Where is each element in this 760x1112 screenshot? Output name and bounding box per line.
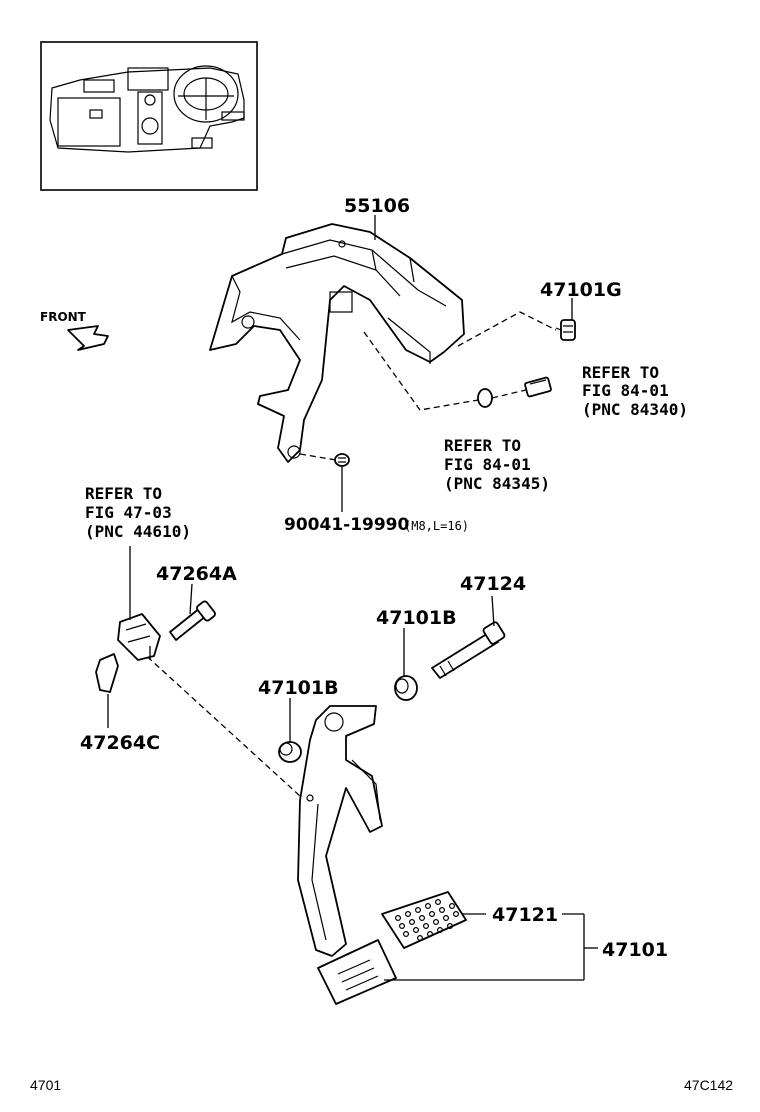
- label-47264C: 47264C: [80, 732, 160, 754]
- clevis-switch: [117, 613, 161, 661]
- cushion-grommet: [477, 388, 493, 408]
- label-47121: 47121: [492, 904, 558, 926]
- note-line: (PNC 84340): [582, 400, 688, 419]
- note-line: FIG 47-03: [85, 503, 172, 522]
- stop-lamp-switch: [524, 376, 552, 398]
- note-line: FIG 84-01: [444, 455, 531, 474]
- label-55106: 55106: [344, 195, 410, 217]
- label-47101: 47101: [602, 939, 668, 961]
- dashboard-inset: [40, 41, 258, 191]
- label-47101B-a: 47101B: [376, 607, 457, 629]
- note-line: FIG 84-01: [582, 381, 669, 400]
- pedal-pad-47121: [317, 891, 467, 1005]
- bolt-47124: [431, 621, 506, 679]
- label-47101G: 47101G: [540, 279, 622, 301]
- label-90041-spec: (M8,L=16): [404, 519, 469, 533]
- pin-47264A: [169, 600, 216, 641]
- bolt-47101G: [555, 319, 576, 341]
- note-line: REFER TO: [444, 436, 521, 455]
- clip-47264C: [95, 653, 119, 693]
- pedal-bracket-55106: [209, 223, 465, 463]
- bushing-47101B-left: [278, 741, 302, 763]
- note-line: (PNC 84345): [444, 474, 550, 493]
- label-47264A: 47264A: [156, 563, 237, 585]
- front-label: FRONT: [40, 310, 87, 324]
- label-47101B-b: 47101B: [258, 677, 339, 699]
- ref-note-84340: REFER TO FIG 84-01 (PNC 84340): [582, 363, 688, 419]
- note-line: REFER TO: [582, 363, 659, 382]
- front-arrow: FRONT: [40, 310, 109, 351]
- note-line: (PNC 44610): [85, 522, 191, 541]
- ref-note-44610: REFER TO FIG 47-03 (PNC 44610): [85, 484, 191, 541]
- label-47124: 47124: [460, 573, 526, 595]
- nut-90041: [334, 453, 350, 467]
- label-90041: 90041-19990: [284, 515, 410, 535]
- brake-pedal-arm: [297, 705, 383, 957]
- footer-illustration-code: 47C142: [684, 1077, 733, 1093]
- bushing-47101B-right: [394, 675, 418, 701]
- note-line: REFER TO: [85, 484, 162, 503]
- ref-note-84345: REFER TO FIG 84-01 (PNC 84345): [444, 436, 550, 493]
- footer-figure-code: 4701: [30, 1077, 61, 1093]
